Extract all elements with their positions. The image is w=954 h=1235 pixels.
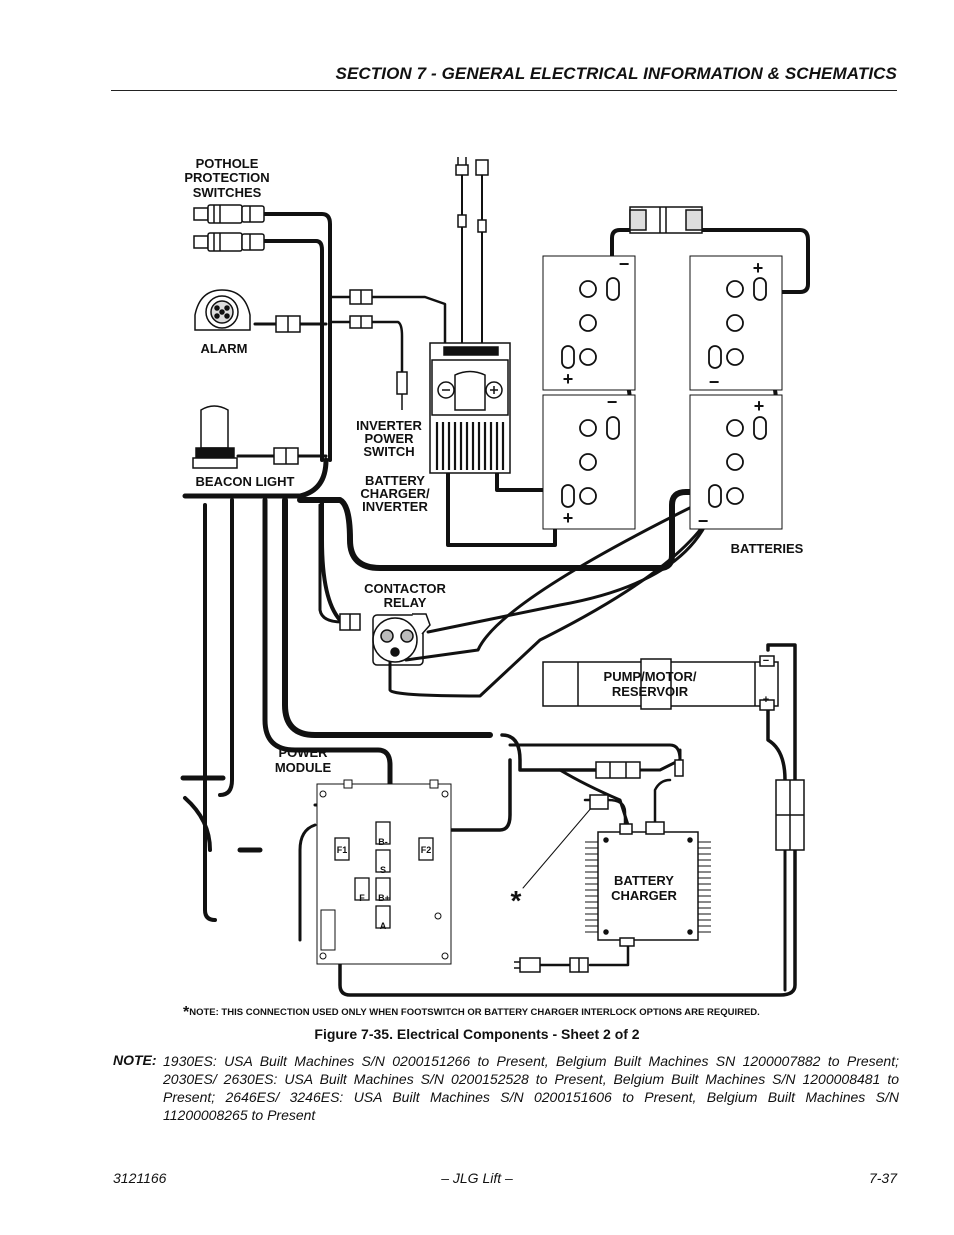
label-pothole: POTHOLE [196,156,259,171]
label-power-module: MODULE [275,760,332,775]
battery-charger-inverter [429,342,511,474]
label-beacon: BEACON LIGHT [196,474,295,489]
terminal-plus: + [563,508,574,528]
diagram-labels: POTHOLE PROTECTION SWITCHES ALARM BEACON… [184,156,803,931]
label-charger-inverter: INVERTER [362,499,428,514]
label-inverter-switch: SWITCH [363,444,414,459]
doc-number: 3121166 [113,1170,167,1186]
terminal-s: S [380,865,386,875]
contactor-relay [339,613,431,666]
power-module [316,779,452,965]
asterisk-mark: * [511,885,522,916]
label-battery-charger: BATTERY [614,873,674,888]
header-rule [111,90,897,91]
pump-terminal-plus: + [763,694,769,706]
page-number: 7-37 [868,1170,897,1186]
footnote-text: NOTE: THIS CONNECTION USED ONLY WHEN FOO… [189,1007,760,1018]
label-pothole: PROTECTION [184,170,269,185]
terminal-f2: F2 [421,845,432,855]
terminal-a: A [380,921,387,931]
label-charger-inverter: CHARGER/ [360,486,430,501]
inverter-pigtail [455,157,489,233]
label-contactor: RELAY [384,595,427,610]
label-charger-inverter: BATTERY [365,473,425,488]
footnote: *NOTE: THIS CONNECTION USED ONLY WHEN FO… [183,1004,760,1022]
label-contactor: CONTACTOR [364,581,446,596]
note-text: 1930ES: USA Built Machines S/N 020015126… [163,1053,899,1123]
label-pump: RESERVOIR [612,684,689,699]
label-power-module: POWER [278,745,328,760]
terminal-minus: − [619,254,630,274]
label-battery-charger: CHARGER [611,888,677,903]
terminal-f: F [359,893,365,903]
terminal-f1: F1 [337,845,348,855]
label-inverter-switch: POWER [364,431,414,446]
terminal-minus: − [698,511,709,531]
figure-caption: Figure 7-35. Electrical Components - She… [314,1026,640,1042]
pump-connectors [589,759,805,851]
publisher: – JLG Lift – [441,1170,513,1186]
note-label: NOTE: [113,1052,157,1068]
battery-disconnect-connector [629,206,703,234]
footnote-star: * [183,1004,190,1021]
batteries [542,255,783,530]
terminal-plus: + [754,396,765,416]
terminal-b-minus: B- [378,837,388,847]
terminal-b-plus: B+ [378,893,390,903]
terminal-minus: − [709,372,720,392]
battery-charger [585,821,711,947]
pothole-switch-upper [193,204,265,224]
terminal-plus: + [753,258,764,278]
inline-connectors [349,289,408,410]
label-inverter-switch: INVERTER [356,418,422,433]
section-title: SECTION 7 - GENERAL ELECTRICAL INFORMATI… [335,64,897,83]
label-pump: PUMP/MOTOR/ [604,669,697,684]
label-alarm: ALARM [201,341,248,356]
label-batteries: BATTERIES [731,541,804,556]
pump-motor-reservoir [542,655,779,711]
terminal-plus: + [563,369,574,389]
beacon-light [192,405,299,469]
ac-plug [514,957,589,973]
pump-terminal-minus: − [763,655,769,667]
label-pothole: SWITCHES [193,185,262,200]
alarm [194,289,301,333]
terminal-minus: − [607,392,618,412]
pothole-switch-lower [193,232,265,252]
